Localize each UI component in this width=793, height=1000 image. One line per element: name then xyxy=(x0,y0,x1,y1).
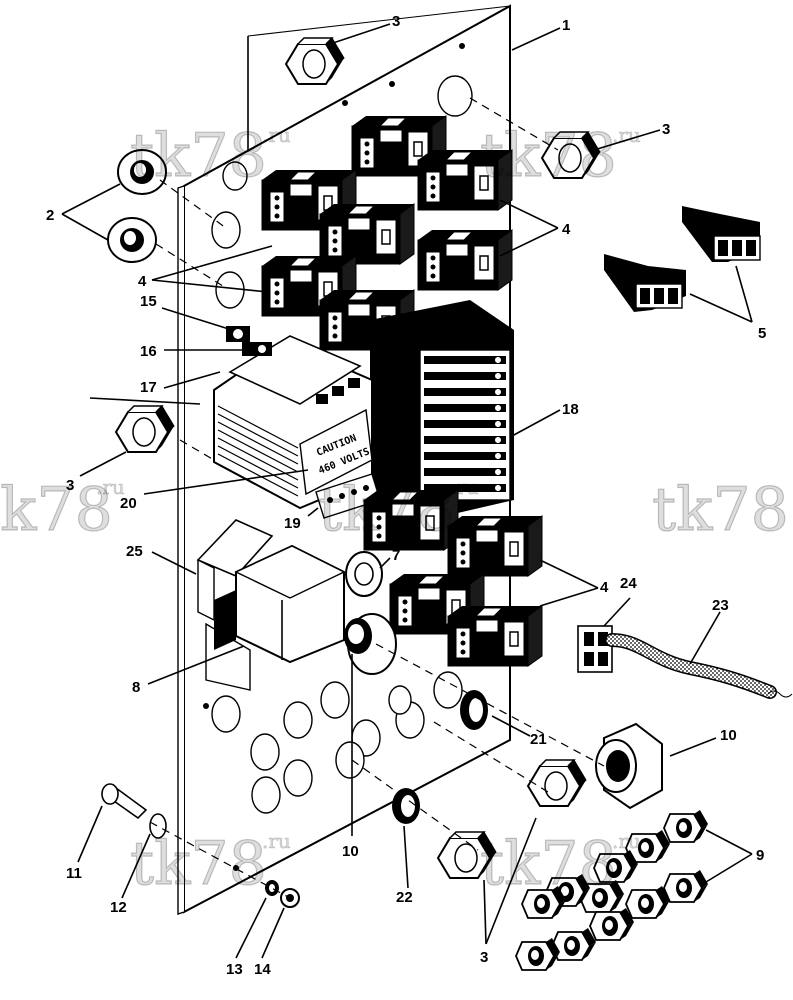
callout-14: 14 xyxy=(254,961,271,978)
locknut-lower xyxy=(107,217,157,263)
callout-22: 22 xyxy=(396,889,413,906)
callout-10-center: 10 xyxy=(342,843,359,860)
watermark-layer: tk78 .ru tk78 .ru tk78 .ru tk78 .ru tk78… xyxy=(0,120,789,899)
callout-18: 18 xyxy=(562,401,579,418)
callout-13: 13 xyxy=(226,961,243,978)
connector-shell-right xyxy=(682,206,761,262)
sealing-washer-21 xyxy=(460,690,488,730)
callout-12: 12 xyxy=(110,899,127,916)
sealing-washer-22 xyxy=(392,788,420,824)
plug-left xyxy=(115,405,175,453)
watermark-suffix: .ru xyxy=(262,123,291,147)
grommet xyxy=(345,551,383,597)
callout-21: 21 xyxy=(530,731,547,748)
conduit-fitting-center xyxy=(344,613,397,675)
callout-19: 19 xyxy=(284,515,301,532)
terminal-block xyxy=(370,300,514,524)
wire-harness-cable xyxy=(605,633,793,699)
callout-20: 20 xyxy=(120,495,137,512)
callout-7: 7 xyxy=(392,547,400,564)
callout-2: 2 xyxy=(46,207,54,224)
control-transformer: CAUTION 460 VOLTS xyxy=(213,335,373,510)
flat-washer xyxy=(149,813,167,839)
conduit-fitting-right xyxy=(595,722,663,810)
callout-9: 9 xyxy=(756,847,764,864)
callout-16: 16 xyxy=(140,343,157,360)
watermark-suffix: .ru xyxy=(612,829,641,853)
connector-shell-left xyxy=(604,254,686,312)
callout-11: 11 xyxy=(66,865,82,882)
ring-terminal xyxy=(226,326,250,342)
watermark-suffix: .ru xyxy=(612,123,641,147)
inductor-coil xyxy=(214,544,346,664)
watermark-text: tk78 xyxy=(130,829,267,899)
watermark-text: tk78 xyxy=(652,475,789,545)
callout-3-bottom: 3 xyxy=(480,949,488,966)
callout-15: 15 xyxy=(140,293,157,310)
callout-8: 8 xyxy=(132,679,140,696)
callout-25: 25 xyxy=(126,543,143,560)
lock-washer xyxy=(265,880,279,896)
watermark-text: tk78 xyxy=(480,829,617,899)
watermark-text: tk78 xyxy=(0,475,113,545)
watermark-text: tk78 xyxy=(318,475,455,545)
callout-5: 5 xyxy=(758,325,766,342)
callout-4-lower: 4 xyxy=(600,579,609,596)
pin-terminal xyxy=(242,342,272,356)
mounting-bracket xyxy=(196,519,274,691)
callout-10-right: 10 xyxy=(720,727,737,744)
callout-24: 24 xyxy=(620,575,637,592)
watermark-suffix: .ru xyxy=(96,475,125,499)
callout-labels: 1 2 3 3 3 3 4 4 4 5 7 8 9 10 10 11 12 13… xyxy=(46,13,766,978)
watermark-text: tk78 xyxy=(130,121,267,191)
callout-1: 1 xyxy=(562,17,570,34)
callout-3-top: 3 xyxy=(392,13,400,30)
callout-4-upper-right: 4 xyxy=(562,221,571,238)
callout-3-left: 3 xyxy=(66,477,74,494)
assembly-guide-lines xyxy=(149,97,605,899)
watermark-text: tk78 xyxy=(480,121,617,191)
callout-4-upper-left: 4 xyxy=(138,273,147,290)
wire-connector xyxy=(577,625,613,673)
callout-leaders xyxy=(61,23,753,959)
callout-3-right: 3 xyxy=(662,121,670,138)
watermark-suffix: .ru xyxy=(262,829,291,853)
mounting-screw xyxy=(101,783,148,820)
plug-bottom-center xyxy=(527,759,587,807)
plug-top xyxy=(285,37,345,85)
callout-23: 23 xyxy=(712,597,729,614)
watermark-suffix: .ru xyxy=(450,475,479,499)
callout-17: 17 xyxy=(140,379,157,396)
locknut-upper xyxy=(117,149,167,195)
